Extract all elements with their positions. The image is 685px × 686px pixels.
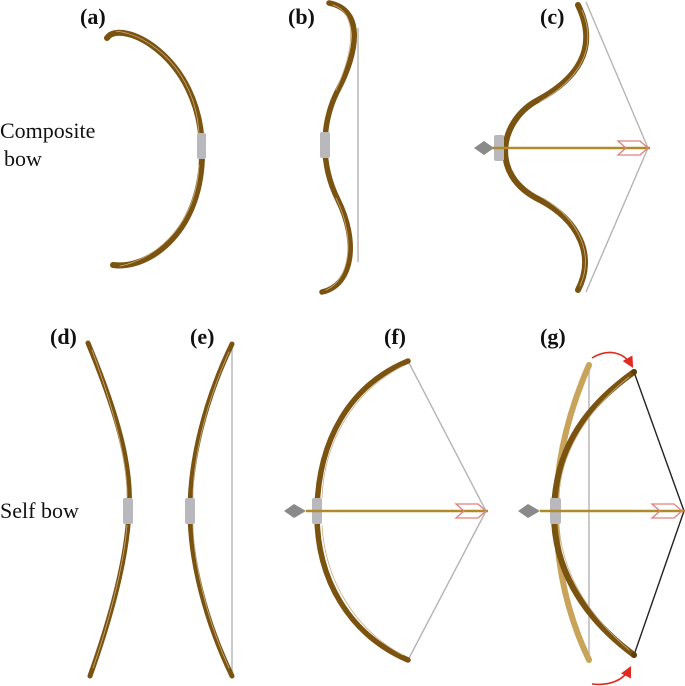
bow-a-limb-highlight-lower [119, 164, 200, 267]
bow-d-limb-highlight-lower [92, 524, 128, 669]
bow-g-limb-highlight [558, 376, 630, 499]
bow-e-braced-self [185, 341, 235, 679]
bow-b-limb-highlight [332, 4, 352, 91]
panel-label-a: (a) [80, 4, 106, 29]
bow-f-string-upper [407, 360, 487, 512]
bow-g-fletching [650, 503, 683, 519]
bow-c-limb-highlight [539, 9, 589, 103]
bow-d-limb-highlight [91, 349, 128, 501]
bow-f-string-lower [407, 510, 487, 661]
panel-label-b: (b) [288, 4, 315, 29]
bow-b-limb-highlight-lower [325, 197, 349, 291]
row-label-self-bow: Self bow [0, 498, 79, 523]
bow-c-string-upper [585, 1, 649, 149]
bow-f-limb-highlight-lower [321, 524, 404, 656]
bow-e-limb-highlight [192, 351, 230, 499]
bow-a-limb [104, 29, 206, 269]
bow-e-grip [185, 498, 195, 524]
bow-f-fletching [454, 503, 487, 519]
bow-g-arrow-head [518, 504, 540, 518]
bow-c-drawn-composite [474, 1, 650, 293]
bow-a-limb-highlight [115, 30, 200, 136]
bow-b-grip [320, 132, 330, 158]
bow-f-limb-highlight [321, 365, 404, 499]
bow-d-grip [123, 498, 133, 524]
bow-g-comparison [518, 351, 685, 686]
bow-e-limb-highlight-lower [192, 524, 230, 669]
panel-label-e: (e) [190, 324, 214, 349]
bow-c-fletching [616, 140, 649, 156]
bow-f-drawn-self [284, 358, 488, 663]
bow-b-braced-composite [319, 0, 359, 295]
bow-f-arrow-head [284, 504, 306, 518]
bow-g-lower-tip-dot [631, 652, 637, 658]
bow-g-string-lower [633, 510, 685, 656]
panel-label-f: (f) [384, 324, 406, 349]
panel-label-d: (d) [50, 324, 77, 349]
bow-g-upper-tip-dot [631, 369, 637, 375]
bow-d-unstrung-self [85, 340, 133, 679]
bow-g-upper-motion-arrow [591, 351, 634, 368]
bow-c-limb-highlight-lower [542, 197, 586, 287]
row-label-composite-line1: Composite [0, 118, 95, 143]
bow-g-string-upper [633, 371, 685, 512]
bow-g-drawn-limb [550, 369, 637, 658]
bow-c-arrow-head [474, 141, 494, 155]
bow-c-string-lower [585, 147, 649, 293]
bow-a-grip [197, 133, 206, 159]
bow-e-limb [187, 341, 235, 679]
panel-label-c: (c) [540, 4, 564, 29]
bow-g-limb-highlight-lower [558, 524, 630, 651]
row-label-composite-line2: bow [4, 146, 42, 171]
bow-g-lower-motion-arrow [591, 665, 632, 686]
bow-a-unstrung-composite [104, 29, 206, 269]
panel-label-g: (g) [540, 324, 566, 349]
